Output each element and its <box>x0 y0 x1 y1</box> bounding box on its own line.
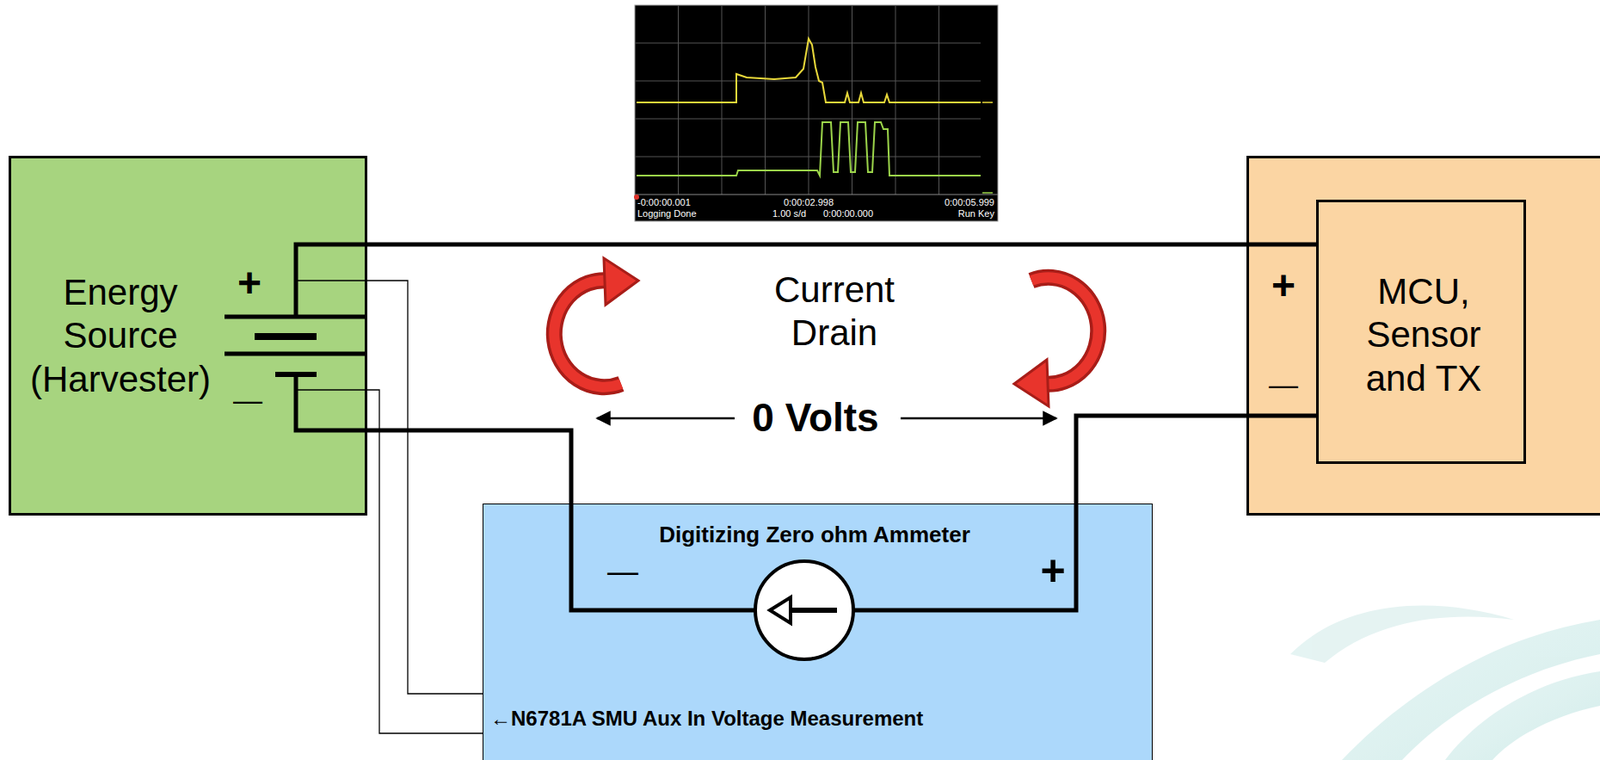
node-text: Energy Source (Harvester) <box>12 270 228 401</box>
node-text: ←N6781A SMU Aux In Voltage Measurement <box>490 707 1024 730</box>
grid-line <box>634 118 981 120</box>
meter-arrow <box>788 607 837 613</box>
load-box: + — MCU, Sensor and TX <box>1246 155 1600 516</box>
oscilloscope-screen <box>633 5 998 222</box>
scope-time: 0:00:05.999 <box>925 196 995 209</box>
terminal-sign: — <box>230 381 265 418</box>
ammeter-symbol <box>755 560 854 659</box>
instrument-box: Digitizing Zero ohm Ammeter — + ←N6781A SMU… <box>482 503 1153 760</box>
scope-time: 0:00:02.998 <box>774 196 844 209</box>
current-trace <box>636 38 981 103</box>
annotation: 0 Volts <box>738 393 893 442</box>
scope-time: 0:00:00.000 <box>823 208 884 220</box>
battery-plate <box>254 332 317 340</box>
node-text: MCU, Sensor and TX <box>1346 270 1502 400</box>
current-drain-arrows <box>553 258 1098 407</box>
box-fill <box>482 503 1153 760</box>
scope-grid <box>634 5 998 195</box>
scope-scale: 1.00 s/d <box>772 208 818 220</box>
process-box: MCU, Sensor and TX <box>1316 199 1527 464</box>
curved-arrow <box>553 258 639 388</box>
background-swoosh <box>1290 605 1600 760</box>
source-box: Energy Source (Harvester) <box>8 155 368 516</box>
grid-line <box>634 156 981 158</box>
battery-plate <box>224 351 368 357</box>
scope-status: Run Key <box>934 208 995 220</box>
node-text: + <box>1037 547 1069 595</box>
terminal-sign: + <box>233 258 265 308</box>
battery-symbol <box>224 316 368 375</box>
box-fills <box>8 155 1600 760</box>
grid-line <box>851 5 853 195</box>
node-text: Digitizing Zero ohm Ammeter <box>483 521 1146 548</box>
annotation: Current Drain <box>731 268 938 356</box>
dimension-arrow <box>900 417 1057 420</box>
curved-arrow <box>1014 276 1099 407</box>
sense-wire <box>295 280 483 694</box>
node-text: — <box>605 553 640 589</box>
voltage-trace <box>636 122 981 176</box>
grid-line <box>808 5 810 195</box>
meter-arrow <box>769 596 791 623</box>
grid-line <box>764 5 766 195</box>
box-fill <box>1316 199 1527 464</box>
scope-marker <box>982 191 993 194</box>
grid-line <box>721 5 723 195</box>
grid-line <box>634 80 981 82</box>
grid-line <box>634 194 998 196</box>
meter-circle <box>755 560 854 659</box>
sense-wire <box>295 389 483 733</box>
box-fill <box>8 155 368 516</box>
box-fill <box>1246 155 1600 516</box>
grid-line <box>895 5 897 195</box>
dimension-arrow <box>596 417 735 420</box>
scope-status: Logging Done <box>637 208 715 220</box>
node-text: + <box>1269 263 1298 309</box>
scope-marker <box>982 101 993 104</box>
node-text: — <box>1267 368 1299 400</box>
grid-line <box>677 5 679 195</box>
scope-time: -0:00:00.001 <box>637 196 707 209</box>
grid-line <box>938 5 940 195</box>
